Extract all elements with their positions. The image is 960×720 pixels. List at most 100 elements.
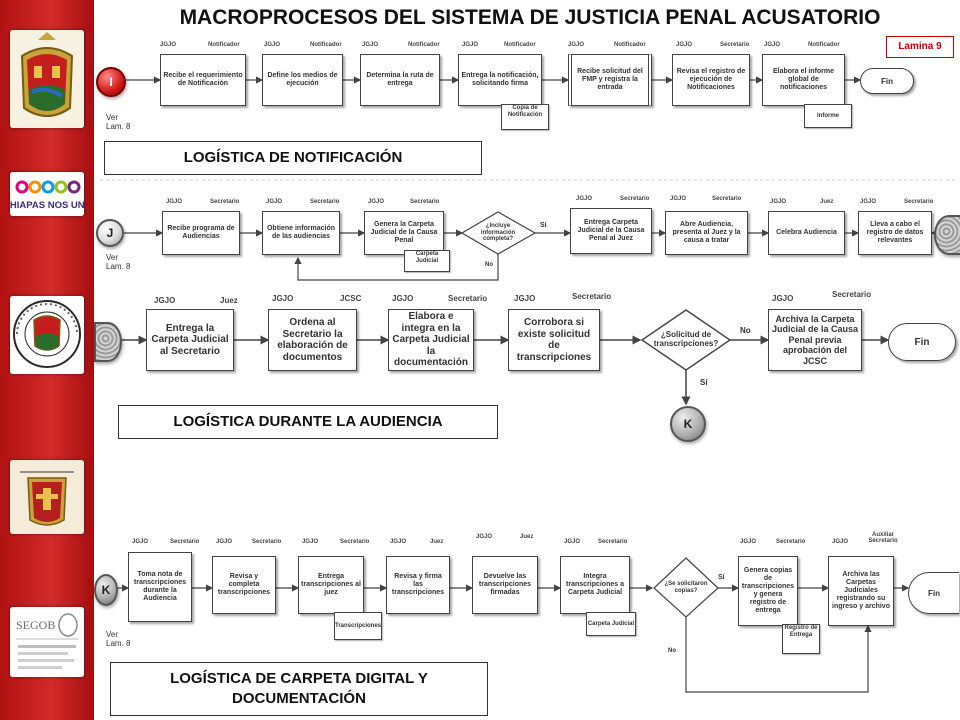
step-revisa-completa: Revisa y completa transcripciones [212, 556, 276, 614]
lane-label: JGJO [514, 294, 536, 303]
lane-label: Notificador [504, 42, 536, 48]
step-devuelve-transcripciones: Devuelve las transcripciones firmadas [472, 556, 538, 614]
step-celebra-audiencia: Celebra Audiencia [768, 211, 845, 255]
lane-label: JGJO [272, 294, 294, 303]
step-entrega-carpeta-juez: Entrega Carpeta Judicial de la Causa Pen… [570, 208, 652, 254]
step-entrega-carpeta-secretario: Entrega la Carpeta Judicial al Secretari… [146, 309, 234, 371]
reference-lamina-8: Ver Lam. 8 [106, 113, 130, 131]
step-abre-audiencia: Abre Audiencia, presenta al Juez y la ca… [665, 211, 748, 255]
lane-label: JGJO [764, 42, 781, 48]
sidebar: CHIAPAS NOS UNE SEGOB [0, 0, 94, 720]
lane-label: Secretario [170, 539, 200, 545]
lane-label: JGJO [772, 294, 794, 303]
lane-label: JGJO [740, 539, 757, 545]
chiapas-nos-une-text: CHIAPAS NOS UNE [10, 200, 84, 211]
doc-carpeta-judicial: Carpeta Judicial [586, 612, 636, 636]
lane-label: JGJO [154, 296, 176, 305]
lane-label: JGJO [390, 539, 407, 545]
page-title: MACROPROCESOS DEL SISTEMA DE JUSTICIA PE… [179, 6, 881, 29]
lane-label: Notificador [808, 42, 840, 48]
lane-label: Secretario [410, 199, 440, 205]
reference-lamina-8: Ver Lam. 8 [106, 630, 130, 648]
ref-line-1: Ver [106, 253, 119, 262]
step-genera-copias: Genera copias de transcripciones y gener… [738, 556, 798, 626]
lane-label: Auxiliar Secretario [868, 532, 898, 544]
decision-no-label: No [485, 262, 493, 268]
lane-label: JGJO [860, 199, 877, 205]
lamina-badge: Lamina 9 [886, 36, 954, 58]
connector-i: I [96, 67, 126, 97]
step-archiva-carpetas: Archiva las Carpetas Judiciales registra… [828, 556, 894, 626]
step-archiva-carpeta: Archiva la Carpeta Judicial de la Causa … [768, 309, 862, 371]
lane-label: JGJO [132, 539, 149, 545]
decision-yes-label: Sí [540, 222, 547, 229]
lane-label: Notificador [208, 42, 240, 48]
lane-label: JGJO [266, 199, 283, 205]
section-label-carpeta-digital: LOGÍSTICA DE CARPETA DIGITAL Y DOCUMENTA… [110, 662, 488, 716]
poder-judicial-logo [10, 460, 84, 534]
step-recibe-solicitud-fmp: Recibe solicitud del FMP y registra la e… [568, 54, 652, 106]
step-revisa-firma: Revisa y firma las transcripciones [386, 556, 450, 614]
lane-label: Juez [520, 534, 534, 540]
lane-label: Secretario [340, 539, 370, 545]
doc-informe: Informe [804, 104, 852, 128]
section-label-audiencia: LOGÍSTICA DURANTE LA AUDIENCIA [118, 405, 498, 439]
lane-label: Juez [220, 296, 238, 305]
chiapas-nos-une-logo: CHIAPAS NOS UNE [10, 172, 84, 216]
decision-yes-label: Sí [718, 574, 725, 581]
end-fin-1: Fin [860, 68, 914, 94]
decision-text: ¿Se solicitaron copias? [664, 581, 708, 594]
decision-no-label: No [740, 326, 751, 335]
step-revisa-registro: Revisa el registro de ejecución de Notif… [672, 54, 750, 106]
end-fin-3: Fin [888, 323, 956, 361]
doc-registro-entrega: Registro de Entrega [782, 624, 820, 654]
lane-label: JGJO [216, 539, 233, 545]
decision-text: ¿Solicitud de transcripciones? [653, 330, 719, 348]
step-entrega-notificacion: Entrega la notificación, solicitando fir… [458, 54, 542, 106]
section-label-line-2: DOCUMENTACIÓN [232, 690, 366, 707]
section-label-notificacion: LOGÍSTICA DE NOTIFICACIÓN [104, 141, 482, 175]
lane-label: JGJO [462, 42, 479, 48]
reference-lamina-8: Ver Lam. 8 [106, 253, 130, 271]
lane-label: Secretario [448, 294, 488, 303]
section-label-line-1: LOGÍSTICA DE CARPETA DIGITAL Y [170, 670, 428, 687]
lane-label: Juez [820, 199, 834, 205]
lane-label: JGJO [368, 199, 385, 205]
lane-label: JGJO [568, 42, 585, 48]
step-corrobora-solicitud: Corrobora si existe solicitud de transcr… [508, 309, 600, 371]
lane-label: JGJO [564, 539, 581, 545]
step-genera-carpeta: Genera la Carpeta Judicial de la Causa P… [364, 211, 444, 255]
lane-label: Notificador [408, 42, 440, 48]
chiapas-coat-of-arms-logo [10, 30, 84, 128]
lane-label: Secretario [572, 292, 612, 301]
lane-label: JGJO [166, 199, 183, 205]
step-elabora-informe: Elabora el informe global de notificacio… [762, 54, 845, 106]
connector-textured-left [94, 322, 122, 362]
step-recibe-programa: Recibe programa de Audiencias [162, 211, 240, 255]
lane-label: Secretario [310, 199, 340, 205]
ref-line-2: Lam. 8 [106, 639, 131, 648]
step-obtiene-informacion: Obtiene información de las audiencias [262, 211, 340, 255]
lane-label: Juez [430, 539, 444, 545]
decision-text: ¿Incluye información completa? [480, 223, 516, 243]
lane-label: Secretario [712, 196, 742, 202]
doc-carpeta-judicial: Carpeta Judicial [404, 250, 450, 272]
doc-copia-notificacion: Copia de Notificación [501, 104, 549, 130]
step-define-medios: Define los medios de ejecución [262, 54, 343, 106]
lane-label: JGJO [362, 42, 379, 48]
lane-label: JGJO [832, 539, 849, 545]
lane-label: Secretario [776, 539, 806, 545]
lane-label: JGJO [670, 196, 687, 202]
lane-label: JGJO [160, 42, 177, 48]
connector-k-in: K [94, 574, 118, 606]
connector-k-out: K [670, 406, 706, 442]
lane-label: JGJO [576, 196, 593, 202]
step-ordena-elaboracion: Ordena al Secretario la elaboración de d… [268, 309, 357, 371]
lane-label: JCSC [340, 294, 362, 303]
step-elabora-integra: Elabora e integra en la Carpeta Judicial… [388, 309, 474, 371]
step-recibe-requerimiento: Recibe el requerimiento de Notificación [160, 54, 246, 106]
